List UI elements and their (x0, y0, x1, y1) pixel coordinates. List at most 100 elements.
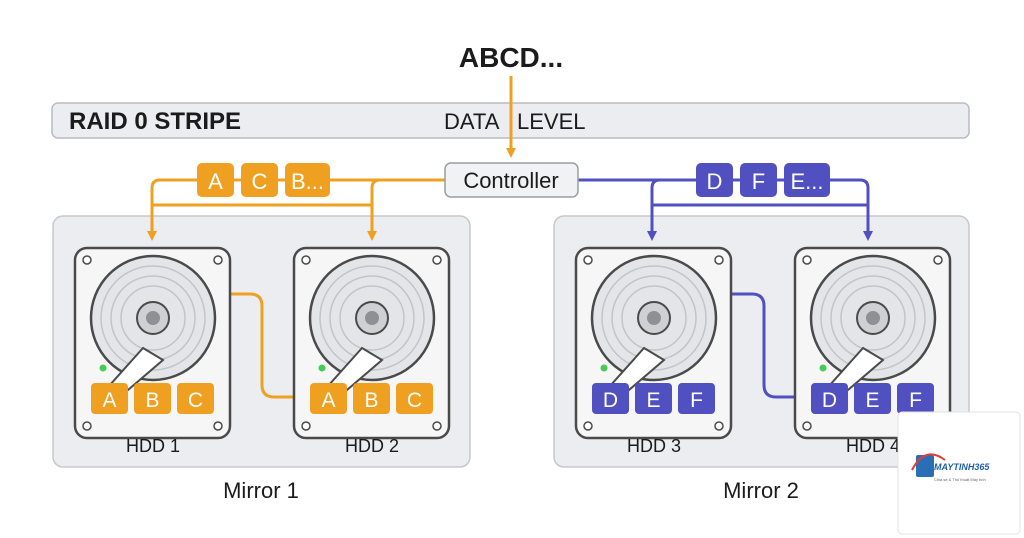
status-led (99, 364, 107, 372)
stripe-block-left-1 (241, 163, 278, 197)
data-block-label: E (865, 389, 879, 412)
data-block (592, 383, 629, 414)
data-block (177, 383, 214, 414)
screw-icon (583, 421, 593, 431)
banner-data-word: DATA (444, 109, 500, 134)
data-block-label: A (102, 389, 116, 412)
mirror-1-link (230, 292, 299, 399)
screw-icon (301, 255, 311, 265)
screw-icon (82, 421, 92, 431)
stripe-block-label: C (252, 169, 268, 194)
banner-level-word: LEVEL (517, 109, 586, 134)
data-block (854, 383, 891, 414)
screw-icon (82, 255, 92, 265)
hdd-label: HDD 3 (627, 436, 681, 456)
screw-icon (213, 255, 223, 265)
data-block (310, 383, 347, 414)
stripe-block-right-2 (784, 163, 830, 197)
hdd-label: HDD 4 (846, 436, 900, 456)
controller-label: Controller (463, 168, 558, 193)
input-label: ABCD... (459, 42, 563, 73)
stripe-block-label: B... (291, 169, 324, 194)
data-block-label: F (909, 389, 922, 412)
data-block-label: B (145, 389, 159, 412)
left-route-inner (367, 178, 445, 241)
platter-ring (840, 285, 906, 351)
platter-ring (601, 265, 707, 371)
data-block-label: D (822, 389, 837, 412)
data-block (353, 383, 390, 414)
stripe-block-right-1 (740, 163, 777, 197)
swoosh-icon (911, 453, 946, 471)
hdd-3: D E F HDD 3 (574, 246, 733, 456)
screw-icon (301, 421, 311, 431)
data-block-label: E (646, 389, 660, 412)
screw-icon (802, 255, 812, 265)
data-block (91, 383, 128, 414)
data-block-label: C (407, 389, 422, 412)
stripe-block-left-2 (285, 163, 330, 197)
spindle-center (365, 311, 379, 325)
screw-icon (432, 255, 442, 265)
mirror-1-label: Mirror 1 (223, 478, 299, 503)
spindle-center (146, 311, 160, 325)
left-routes (147, 178, 445, 399)
data-block-label: B (364, 389, 378, 412)
hdd-2: A B C HDD 2 (292, 246, 451, 456)
data-block (811, 383, 848, 414)
data-block (897, 383, 934, 414)
watermark: MAYTINH365 Chia sẻ & Thủ thuật Máy tính (897, 411, 1021, 535)
status-led (318, 364, 326, 372)
stripe-block-label: D (707, 169, 723, 194)
controller-box (444, 162, 579, 198)
data-block (678, 383, 715, 414)
right-route-outer (578, 178, 873, 241)
platter-ring (120, 285, 186, 351)
watermark-brand: MAYTINH365 (934, 462, 990, 472)
stripe-block-label: A (208, 169, 223, 194)
data-block-label: C (188, 389, 203, 412)
mirror-2-label: Mirror 2 (723, 478, 799, 503)
platter-ring (621, 285, 687, 351)
spindle-center (647, 311, 661, 325)
data-block (635, 383, 672, 414)
platter-ring (100, 265, 206, 371)
watermark-tagline: Chia sẻ & Thủ thuật Máy tính (934, 477, 986, 482)
stripe-block-label: F (752, 169, 765, 194)
status-led (819, 364, 827, 372)
hdd-4: D E F HDD 4 (793, 246, 952, 456)
stripe-right: D F E... (696, 163, 830, 197)
banner-title: RAID 0 STRIPE (69, 108, 241, 135)
screw-icon (714, 421, 724, 431)
stripe-left: A C B... (197, 163, 330, 197)
data-block-label: F (690, 389, 703, 412)
data-block (396, 383, 433, 414)
data-block-label: A (321, 389, 335, 412)
stripe-block-label: E... (790, 169, 823, 194)
left-route-outer (147, 178, 445, 241)
data-block (134, 383, 171, 414)
screw-icon (714, 255, 724, 265)
disks: A B C HDD 1 A B C HDD 2 D E F HDD 3 D E F HDD 4 (73, 246, 952, 456)
platter-ring (319, 265, 425, 371)
screw-icon (432, 421, 442, 431)
stripe-block-right-0 (696, 163, 733, 197)
mirror-2-link (729, 292, 797, 399)
screw-icon (933, 255, 943, 265)
stripe-block-left-0 (197, 163, 234, 197)
data-block-label: D (603, 389, 618, 412)
right-route-inner (578, 178, 661, 241)
hdd-1: A B C HDD 1 (73, 246, 232, 456)
platter-ring (339, 285, 405, 351)
status-led (600, 364, 608, 372)
hdd-label: HDD 2 (345, 436, 399, 456)
right-routes (578, 178, 873, 399)
screw-icon (583, 255, 593, 265)
platter-ring (820, 265, 926, 371)
screw-icon (213, 421, 223, 431)
spindle-center (866, 311, 880, 325)
hdd-label: HDD 1 (126, 436, 180, 456)
screw-icon (802, 421, 812, 431)
monitor-icon (916, 455, 934, 477)
